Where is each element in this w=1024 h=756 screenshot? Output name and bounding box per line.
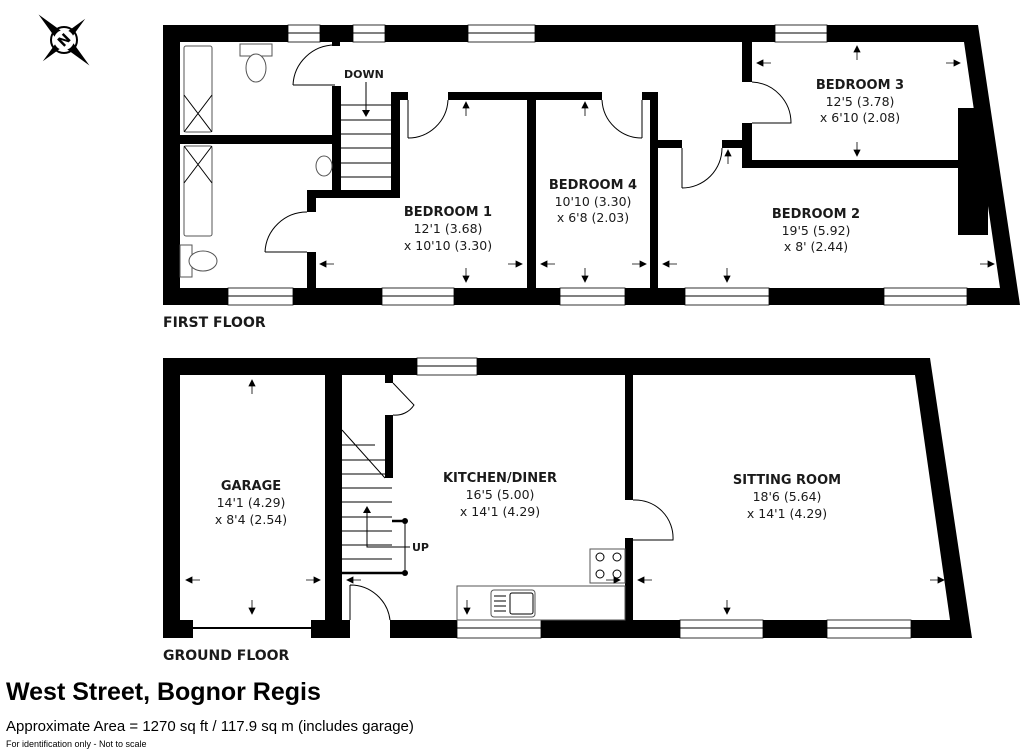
room-dim-2: x 6'10 (2.08) — [820, 110, 900, 125]
room-dim-1: 18'6 (5.64) — [753, 489, 822, 504]
stairs-down — [341, 82, 391, 178]
room-dim-2: x 14'1 (4.29) — [747, 506, 827, 521]
dimension-arrow-icon — [756, 59, 771, 67]
stairs-down-label: DOWN — [344, 68, 384, 81]
dimension-arrow-icon — [946, 59, 961, 67]
dimension-arrow-icon — [662, 260, 677, 268]
disclaimer-note: For identification only - Not to scale — [6, 739, 147, 749]
dimension-arrow-icon — [724, 149, 732, 164]
approximate-area: Approximate Area = 1270 sq ft / 117.9 sq… — [6, 718, 414, 735]
dimension-arrow-icon — [306, 576, 321, 584]
dimension-arrow-icon — [853, 45, 861, 60]
dimension-arrow-icon — [980, 260, 995, 268]
room-name-bedroom-1: BEDROOM 1 — [404, 205, 492, 220]
room-name-bedroom-4: BEDROOM 4 — [549, 178, 637, 193]
room-name-sitting-room: SITTING ROOM — [733, 473, 841, 488]
first-floor-label: FIRST FLOOR — [163, 315, 266, 331]
dimension-arrow-icon — [723, 268, 731, 283]
property-title: West Street, Bognor Regis — [6, 678, 321, 706]
room-dim-2: x 8'4 (2.54) — [215, 512, 287, 527]
dimension-arrow-icon — [723, 600, 731, 615]
stairs-up — [341, 429, 410, 576]
room-dim-2: x 10'10 (3.30) — [404, 238, 492, 253]
dimension-arrow-icon — [185, 576, 200, 584]
first-floor-plan: DOWN BEDROOM 1 12'1 (3.68) x 10'10 (3.30… — [163, 24, 1020, 331]
room-dim-1: 10'10 (3.30) — [555, 194, 632, 209]
dimension-arrow-icon — [346, 576, 361, 584]
stairs-up-label: UP — [412, 541, 429, 554]
bathtub-icon — [183, 145, 213, 237]
room-name-garage: GARAGE — [221, 479, 281, 494]
room-dim-1: 12'1 (3.68) — [414, 221, 483, 236]
room-dim-2: x 14'1 (4.29) — [460, 504, 540, 519]
dimension-arrow-icon — [540, 260, 555, 268]
bathtub-icon — [183, 45, 213, 133]
ground-floor-label: GROUND FLOOR — [163, 648, 290, 664]
room-name-kitchen-diner: KITCHEN/DINER — [443, 471, 557, 486]
room-dim-2: x 6'8 (2.03) — [557, 210, 629, 225]
dimension-arrow-icon — [462, 268, 470, 283]
dimension-arrows — [185, 45, 995, 615]
sink-icon — [490, 589, 536, 618]
dimension-arrow-icon — [248, 379, 256, 394]
dimension-arrow-icon — [462, 101, 470, 116]
sink-icon — [315, 155, 333, 177]
ground-floor-plan: UP GARAGE 14'1 (4.29) x 8'4 (2.54) KITCH… — [163, 357, 972, 664]
dimension-arrow-icon — [248, 600, 256, 615]
dimension-arrow-icon — [637, 576, 652, 584]
dimension-arrow-icon — [581, 101, 589, 116]
dimension-arrow-icon — [319, 260, 334, 268]
kitchen-counter — [456, 585, 626, 621]
room-name-bedroom-2: BEDROOM 2 — [772, 207, 860, 222]
dimension-arrow-icon — [930, 576, 945, 584]
dimension-arrow-icon — [508, 260, 523, 268]
dimension-arrow-icon — [463, 600, 471, 615]
north-compass-icon: N — [38, 14, 90, 66]
dimension-arrow-icon — [853, 142, 861, 157]
room-dim-2: x 8' (2.44) — [784, 239, 848, 254]
room-dim-1: 12'5 (3.78) — [826, 94, 895, 109]
room-dim-1: 16'5 (5.00) — [466, 487, 535, 502]
dimension-arrow-icon — [581, 268, 589, 283]
room-dim-1: 14'1 (4.29) — [217, 495, 286, 510]
dimension-arrow-icon — [606, 576, 621, 584]
hob-icon — [589, 548, 626, 584]
dimension-arrow-icon — [632, 260, 647, 268]
room-dim-1: 19'5 (5.92) — [782, 223, 851, 238]
room-name-bedroom-3: BEDROOM 3 — [816, 78, 904, 93]
